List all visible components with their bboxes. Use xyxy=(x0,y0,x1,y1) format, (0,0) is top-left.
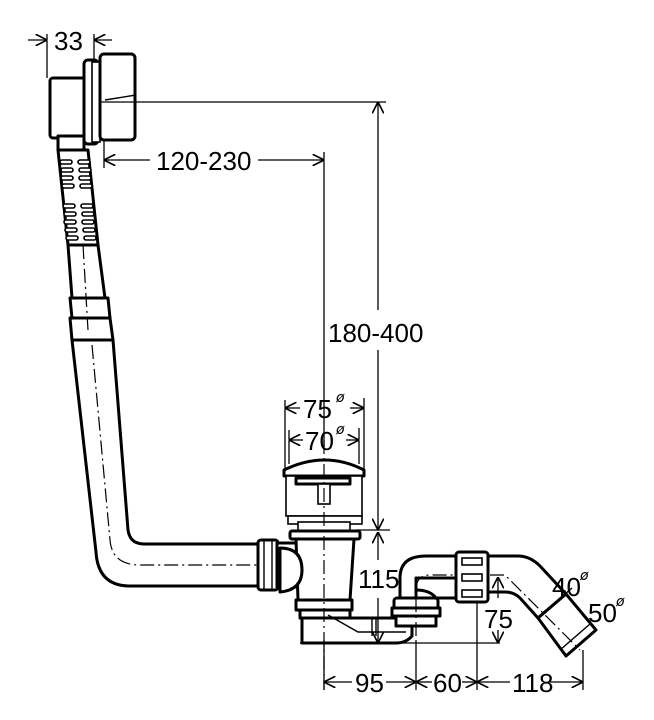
diameter-symbol: ø xyxy=(579,568,589,584)
dim-label-115: 115 xyxy=(358,564,399,594)
dim-horizontal-reach: 120-230 xyxy=(103,140,325,450)
dim-vertical-height: 180-400 xyxy=(328,103,423,531)
dim-label-75-dia: 75 xyxy=(303,394,332,424)
waste-body xyxy=(278,440,414,690)
dim-trap-height: 115 xyxy=(300,533,500,644)
dim-label-40-dia: 40 xyxy=(552,572,581,602)
overflow-head xyxy=(48,52,137,152)
outlet-elbow xyxy=(486,554,598,658)
dim-label-33: 33 xyxy=(54,26,83,56)
outlet-union-nut xyxy=(454,550,490,604)
dim-plug-outer-diameter: 75 ø xyxy=(284,390,365,470)
dim-label-60: 60 xyxy=(433,668,462,698)
flexible-hose xyxy=(56,148,115,342)
diameter-symbol: ø xyxy=(335,390,345,406)
dim-overflow-width: 33 xyxy=(28,26,112,78)
dim-label-95: 95 xyxy=(355,668,384,698)
hose-corrugations xyxy=(59,159,97,241)
dim-bottom-chain: 95 60 118 xyxy=(323,602,584,698)
trap-riser xyxy=(390,554,500,636)
diameter-symbol: ø xyxy=(615,594,625,610)
dim-outlet-rise: 75 xyxy=(484,578,513,642)
diameter-symbol: ø xyxy=(335,422,345,438)
dim-label-75-rise: 75 xyxy=(484,604,513,634)
dim-label-50-dia: 50 xyxy=(588,598,617,628)
dim-label-118: 118 xyxy=(512,668,553,698)
dim-label-70-dia: 70 xyxy=(305,426,334,456)
dim-label-180-400: 180-400 xyxy=(328,318,423,348)
dim-label-120-230: 120-230 xyxy=(156,146,251,176)
dim-plug-inner-diameter: 70 ø xyxy=(288,422,360,464)
